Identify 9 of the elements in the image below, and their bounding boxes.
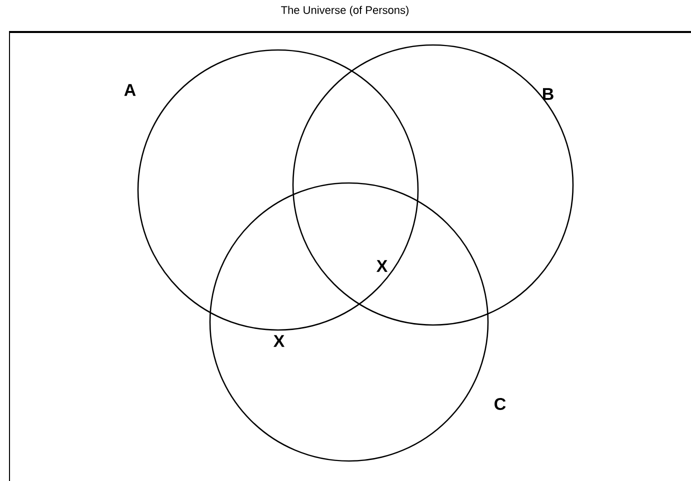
circle-label: C xyxy=(494,398,506,410)
x-mark: X xyxy=(376,260,388,272)
title: The Universe (of Persons) xyxy=(281,6,408,16)
circle xyxy=(137,49,419,331)
circle-label: B xyxy=(543,88,554,100)
x-mark: X xyxy=(274,335,285,347)
circle xyxy=(292,44,574,326)
circle-label: A xyxy=(124,84,136,96)
circle xyxy=(209,182,489,462)
